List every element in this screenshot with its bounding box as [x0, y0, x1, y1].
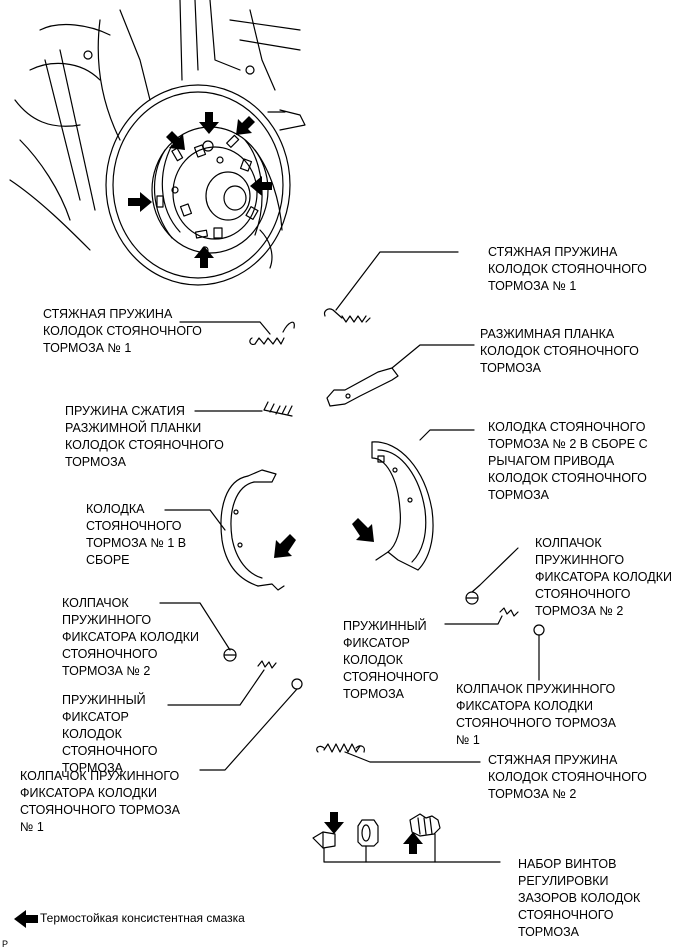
hold-spring-left [167, 660, 277, 706]
label-cup-2-left: КОЛПАЧОК ПРУЖИННОГО ФИКСАТОРА КОЛОДКИ СТ… [62, 596, 199, 678]
cup-1-right [533, 624, 545, 681]
hold-spring-right [444, 607, 519, 625]
label-adjuster: НАБОР ВИНТОВ РЕГУЛИРОВКИ ЗАЗОРОВ КОЛОДОК… [518, 857, 641, 939]
corner-mark: P [2, 939, 9, 949]
tension-spring-2 [316, 743, 481, 763]
tension-spring-1-right [323, 251, 459, 323]
label-tension-spring-2: СТЯЖНАЯ ПРУЖИНА КОЛОДОК СТОЯНОЧНОГО ТОРМ… [488, 753, 647, 801]
label-shoe-2: КОЛОДКА СТОЯНОЧНОГО ТОРМОЗА № 2 В СБОРЕ … [488, 420, 648, 502]
label-cup-1-right: КОЛПАЧОК ПРУЖИННОГО ФИКСАТОРА КОЛОДКИ СТ… [456, 682, 616, 747]
tension-spring-1-left [179, 321, 295, 345]
legend-text: Термостойкая консистентная смазка [40, 911, 245, 925]
label-shoe-1: КОЛОДКА СТОЯНОЧНОГО ТОРМОЗА № 1 В СБОРЕ [86, 502, 187, 567]
grease-arrows-hub [128, 112, 272, 268]
strut-part [326, 344, 475, 407]
backing-plate-assembly [9, 0, 306, 286]
arrow-left-icon [14, 910, 38, 928]
label-hold-spring-right: ПРУЖИННЫЙ ФИКСАТОР КОЛОДОК СТОЯНОЧНОГО Т… [343, 619, 439, 701]
cup-2-right [465, 547, 519, 605]
cup-1-left [199, 678, 303, 771]
label-tension-spring-1-right: СТЯЖНАЯ ПРУЖИНА КОЛОДОК СТОЯНОЧНОГО ТОРМ… [488, 245, 647, 293]
cup-2-left [159, 602, 237, 662]
parking-shoe-2 [371, 429, 475, 571]
label-cup-2-right: КОЛПАЧОК ПРУЖИННОГО ФИКСАТОРА КОЛОДКИ СТ… [535, 536, 672, 618]
label-strut-spring: ПРУЖИНА СЖАТИЯ РАЗЖИМНОЙ ПЛАНКИ КОЛОДОК … [65, 404, 224, 469]
label-strut: РАЗЖИМНАЯ ПЛАНКА КОЛОДОК СТОЯНОЧНОГО ТОР… [480, 327, 639, 375]
shoe1-grease-arrow [274, 534, 296, 558]
adjuster-grease-arrows [324, 812, 423, 854]
label-cup-1-left: КОЛПАЧОК ПРУЖИННОГО ФИКСАТОРА КОЛОДКИ СТ… [20, 769, 180, 834]
parking-shoe-1 [164, 469, 285, 591]
strut-spring [194, 401, 293, 417]
shoe2-grease-arrow [352, 518, 374, 542]
label-hold-spring-left: ПРУЖИННЫЙ ФИКСАТОР КОЛОДОК СТОЯНОЧНОГО Т… [62, 693, 158, 775]
adjuster-set [312, 813, 501, 863]
label-tension-spring-1-left: СТЯЖНАЯ ПРУЖИНА КОЛОДОК СТОЯНОЧНОГО ТОРМ… [43, 307, 202, 355]
